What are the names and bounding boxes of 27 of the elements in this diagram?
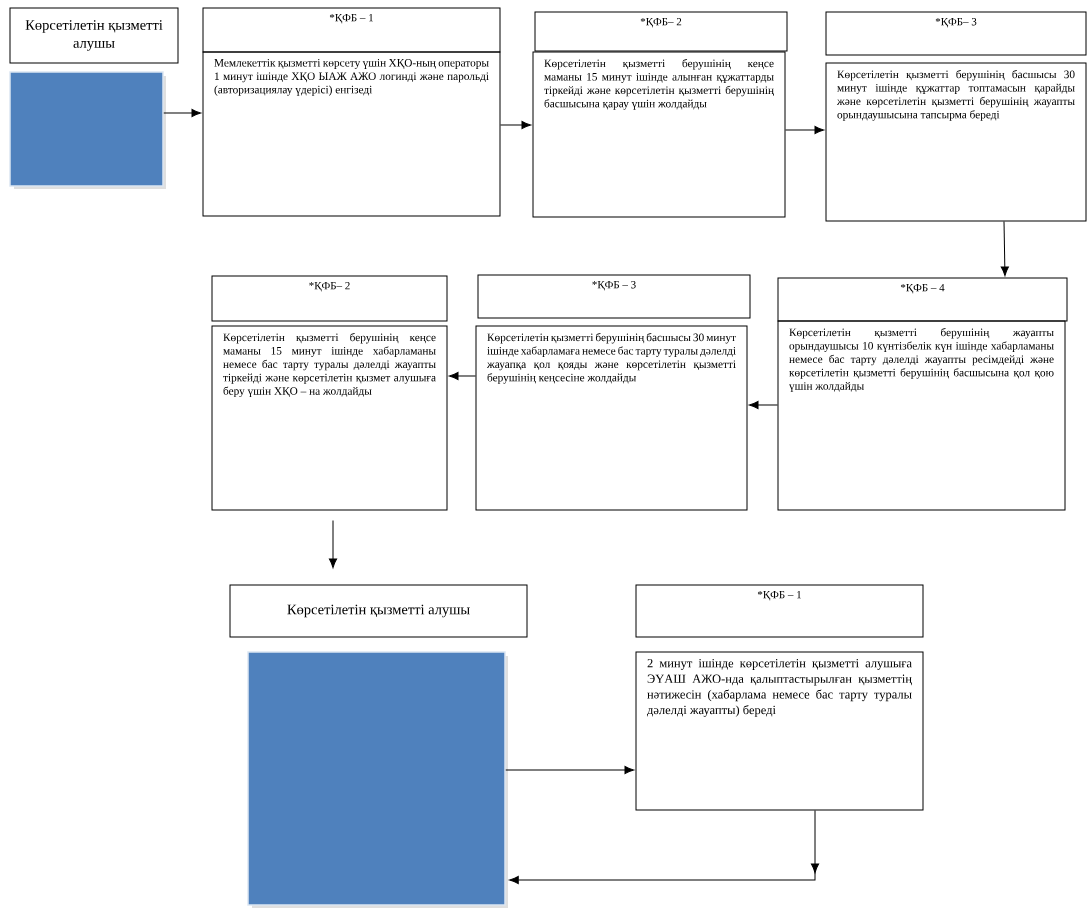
actor-box: Көрсетілетін қызметті алушы (9, 7, 179, 64)
step-header: *ҚФБ– 2 (211, 275, 448, 322)
process-box: Көрсетілетін қызметті берушінің кеңсе маманы 15 минут ішінде алынған құжаттарды тіркейді және көрсетілетін қызметті берушінің басшысына қарау үшін жолдайды (532, 51, 786, 218)
process-box: Көрсетілетін қызметті берушінің басшысы 30 минут ішінде хабарламаға немесе бас тарту туралы дәлелді жауапқа қол қояды және көрсетілетін қызметті берушінің кеңсесіне жолдайды (475, 325, 748, 511)
step-header: *ҚФБ – 1 (202, 7, 501, 53)
arrow (1000, 221, 1009, 277)
arrow (748, 400, 778, 410)
arrow (785, 125, 825, 135)
step-header: *ҚФБ– 2 (534, 11, 788, 52)
step-header: *ҚФБ – 4 (777, 277, 1068, 322)
process-box: Мемлекеттік қызметті көрсету үшін ХҚО-ның операторы 1 минут ішінде ХҚО ЫАЖ АЖО логинді және парольді (авторизациялау үдерісі) енгізеді (202, 51, 501, 217)
step-header: *ҚФБ– 3 (825, 11, 1087, 56)
arrow (328, 520, 338, 569)
step-header: *ҚФБ – 3 (477, 274, 751, 319)
arrow (500, 120, 532, 130)
step-header: *ҚФБ – 1 (635, 584, 924, 638)
arrow (509, 810, 820, 885)
process-box: Көрсетілетін қызметті берушінің жауапты орындаушысы 10 күнтізбелік күн ішінде хабарламаны немесе бас тарту дәлелді жауапты ресімдейді және көрсетілетін қызметті берушінің басшысына қол қою үшін жолдайды (777, 320, 1066, 511)
process-box: Көрсетілетін қызметті берушінің кеңсе маманы 15 минут ішінде хабарламаны немесе бас тарту туралы дәлелді жауапты тіркейді және көрсетілетін қызмет алушыға беру үшін ХҚО – на жолдайды (211, 325, 448, 511)
picture (247, 651, 508, 908)
process-box: Көрсетілетін қызметті берушінің басшысы 30 минут ішінде құжаттар топтамасын қарайды және көрсетілетін қызметті берушінің жауапты орындаушысына тапсырма береді (825, 62, 1087, 222)
process-box: 2 минут ішінде көрсетілетін қызметті алушыға ЭҮАШ АЖО-нда қалыптастырылған қызметтің нәтижесін (хабарлама немесе бас тарту туралы дәлелді жауапты) береді (635, 651, 924, 811)
arrow (505, 765, 635, 775)
actor-box: Көрсетілетін қызметті алушы (229, 584, 528, 638)
picture (9, 71, 166, 189)
arrow (163, 108, 202, 118)
arrow (448, 371, 476, 381)
